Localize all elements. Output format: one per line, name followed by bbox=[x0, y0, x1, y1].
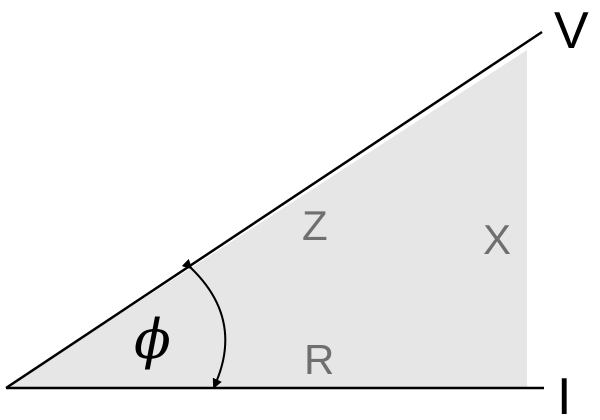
hypotenuse-line bbox=[5, 30, 543, 390]
current-label: I bbox=[557, 368, 571, 420]
reactance-label: X bbox=[483, 216, 511, 263]
resistance-label: R bbox=[304, 336, 334, 383]
triangle-shading bbox=[6, 50, 527, 388]
phase-angle-arc bbox=[181, 258, 227, 389]
phase-angle-label: ϕ bbox=[134, 308, 171, 371]
impedance-label: Z bbox=[302, 202, 328, 249]
voltage-label: V bbox=[554, 2, 589, 60]
